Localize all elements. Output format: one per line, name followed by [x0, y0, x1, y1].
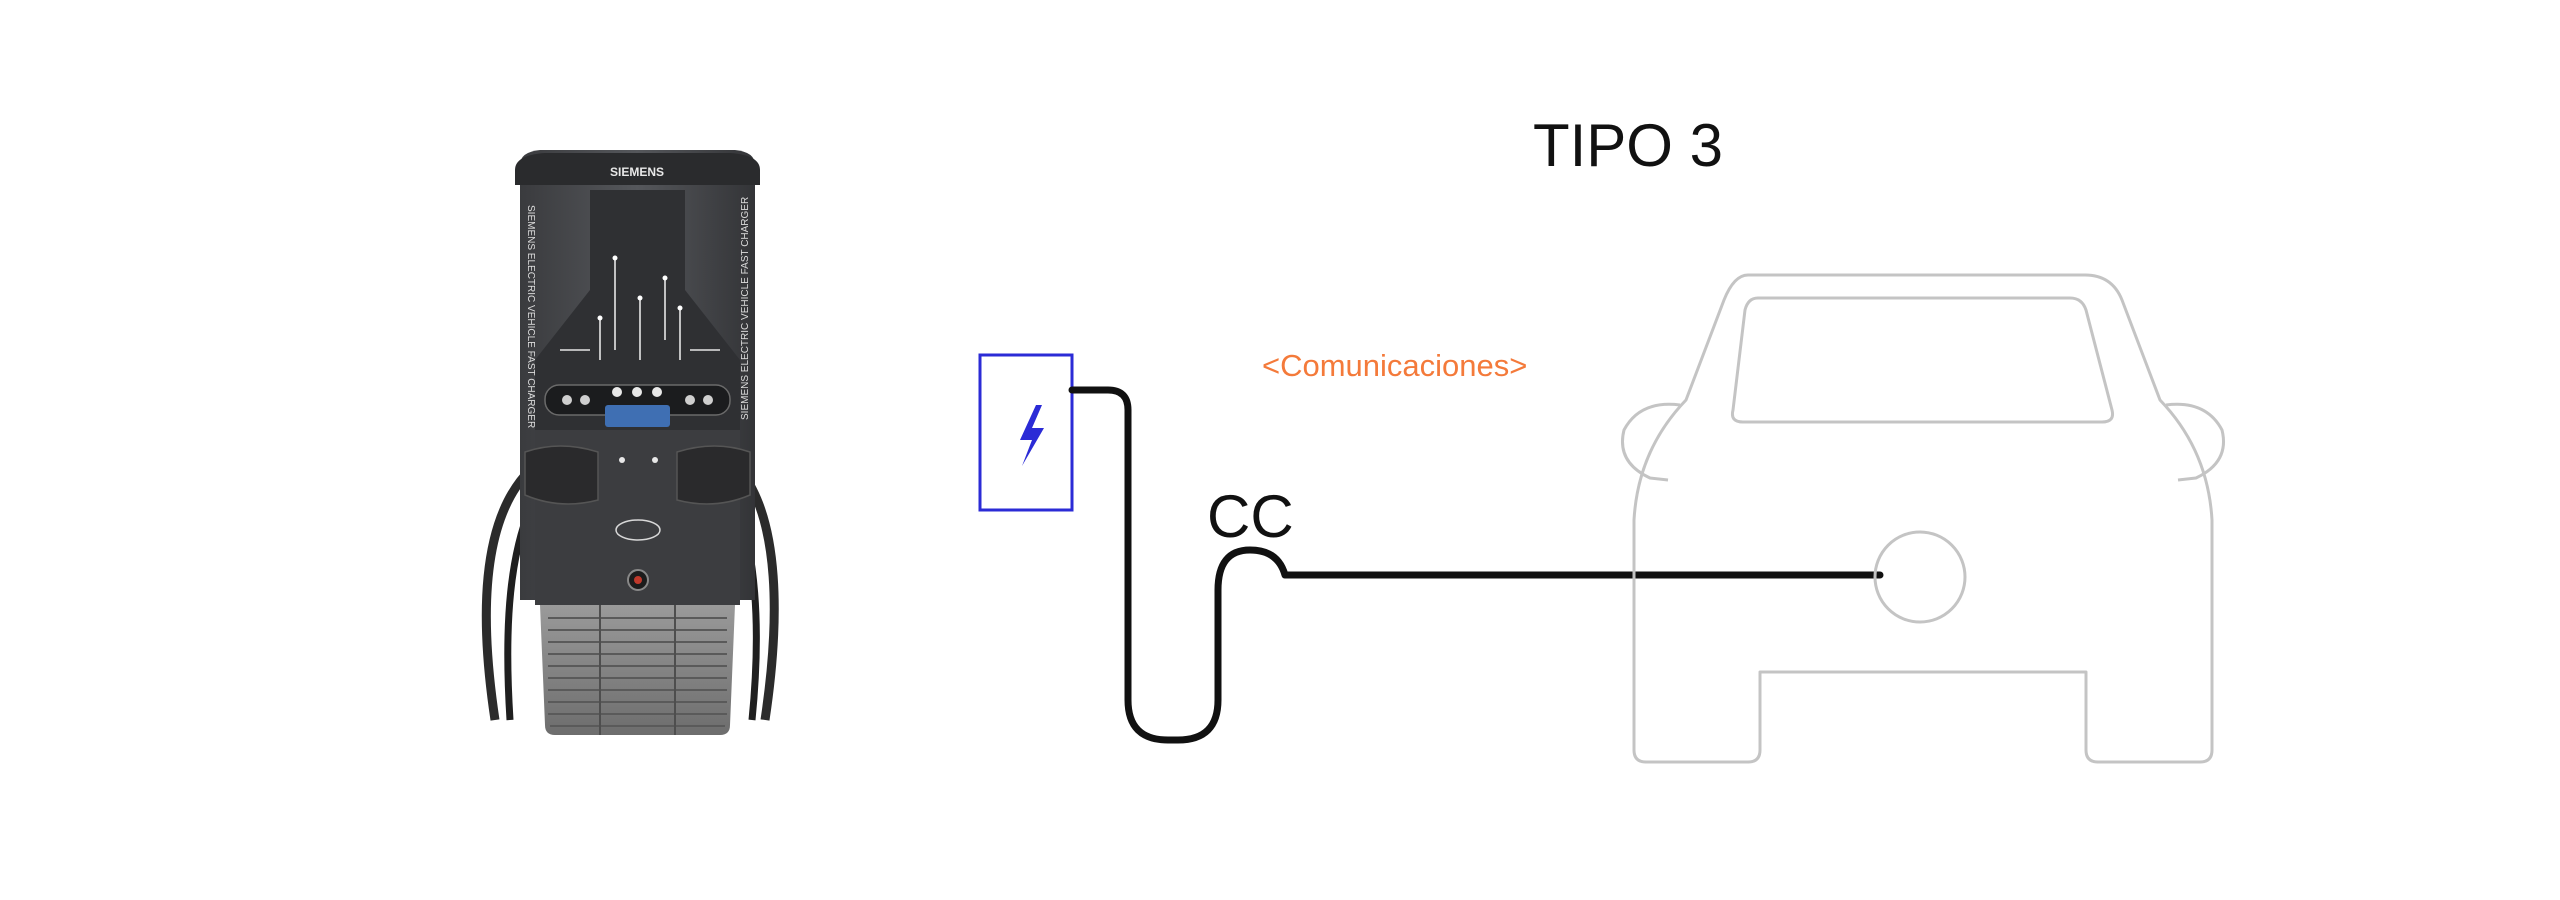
power-source-box: [978, 353, 1074, 512]
car-mirror-right: [2165, 402, 2225, 482]
car-body: [1632, 273, 2214, 764]
charger-emergency-stop-center: [634, 576, 642, 584]
charger-indicator-dot-right: [652, 457, 658, 463]
communications-label: <Comunicaciones>: [1262, 348, 1527, 383]
car-charge-port: [1873, 530, 1967, 624]
lightning-bolt-icon: [1020, 405, 1044, 466]
charger-brand-label: SIEMENS: [610, 165, 664, 179]
charging-cable: [1068, 386, 1884, 744]
car-windshield: [1731, 296, 2114, 424]
charger-cable-left: [481, 466, 534, 721]
charger-side-text-left: SIEMENS ELECTRIC VEHICLE FAST CHARGER: [525, 205, 536, 428]
car-mirror-left: [1621, 402, 1681, 482]
charger-circuit-lines: [560, 260, 720, 360]
charger-connector-left: [524, 445, 599, 505]
charger-indicator-dot-left: [619, 457, 625, 463]
charger-display-screen: [605, 405, 670, 427]
charger-vent-base: [540, 605, 735, 735]
charger-vent-slats: [548, 617, 727, 727]
charger-connector-right: [676, 445, 751, 505]
ev-fast-charger: SIEMENS SIEMENS ELECTRIC VEHICLE FAST CH…: [481, 150, 779, 735]
charger-buttons: [562, 387, 713, 405]
charger-side-text-right: SIEMENS ELECTRIC VEHICLE FAST CHARGER: [740, 197, 751, 420]
charger-top-cap: [515, 153, 760, 185]
charger-circuit-dots: [597, 255, 683, 321]
current-type-label: CC: [1207, 483, 1294, 550]
diagram-title: TIPO 3: [1533, 112, 1723, 179]
charger-center-panel: [535, 190, 740, 430]
charger-logo-icon: [615, 519, 661, 541]
vehicle-outline: [1621, 273, 2225, 764]
